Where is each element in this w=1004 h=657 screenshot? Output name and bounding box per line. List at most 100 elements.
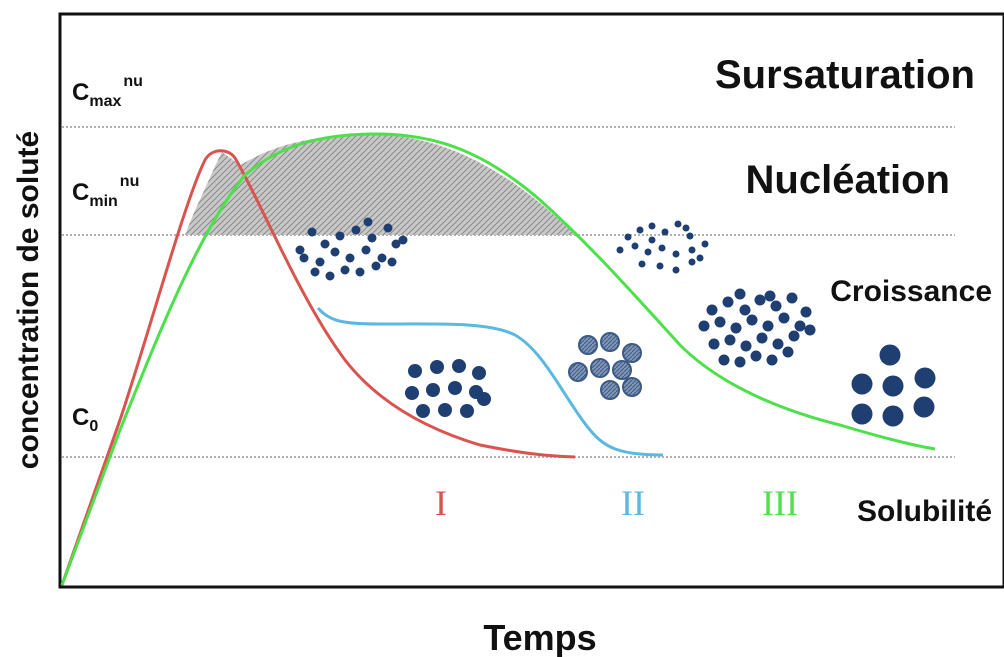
particle (800, 306, 812, 318)
particle (330, 247, 340, 257)
particle (472, 366, 486, 380)
particle (851, 403, 873, 425)
cmax-sub: max (89, 93, 121, 110)
particle (438, 403, 452, 417)
particle (879, 344, 901, 366)
particles-nucleation (295, 217, 408, 281)
curve-i (60, 149, 576, 586)
region-nucleation: Nucléation (746, 158, 950, 202)
particles-large (851, 344, 936, 427)
cmin-label: Cminnu (72, 173, 139, 210)
particle (600, 332, 620, 352)
particle (804, 324, 816, 336)
c0-sub: 0 (89, 418, 98, 435)
particle (688, 258, 696, 266)
particle (361, 245, 371, 255)
particle (658, 244, 666, 252)
cmin-sub: min (89, 193, 117, 210)
particle (788, 330, 800, 342)
particle (706, 304, 718, 316)
region-sursaturation: Sursaturation (715, 53, 975, 97)
particle (740, 340, 752, 352)
particle (299, 253, 309, 263)
particle (696, 254, 704, 262)
particle (688, 246, 696, 254)
particle (734, 288, 746, 300)
particle (616, 246, 624, 254)
region-croissance: Croissance (830, 275, 992, 308)
particles-curve-i (405, 359, 491, 418)
particle (739, 304, 751, 316)
region-solubilite: Solubilité (857, 495, 992, 528)
particle (674, 220, 682, 228)
particle (730, 322, 742, 334)
particle (644, 248, 652, 256)
particle (764, 290, 776, 302)
particle (622, 377, 642, 397)
particle (778, 312, 790, 324)
particle (882, 375, 904, 397)
particle (672, 266, 680, 274)
particle (320, 239, 330, 249)
particle (638, 260, 646, 268)
particle (750, 350, 762, 362)
particle (600, 380, 620, 400)
particle (367, 233, 377, 243)
particle (746, 314, 758, 326)
c0-label: C0 (72, 404, 98, 435)
particle (398, 235, 408, 245)
particle (363, 217, 373, 227)
curve-iii (60, 132, 936, 586)
particle (718, 354, 730, 366)
particle (656, 262, 664, 270)
particle (698, 320, 710, 332)
particle (770, 300, 782, 312)
particle (622, 343, 642, 363)
cmin-sup: nu (120, 173, 140, 190)
cmax-label: Cmaxnu (72, 73, 143, 110)
particle (578, 335, 598, 355)
particle (756, 332, 768, 344)
particles-cluster-iii (698, 288, 816, 368)
plot-frame (58, 12, 1004, 589)
particle (377, 253, 387, 263)
particle (408, 364, 422, 378)
particle (590, 358, 610, 378)
cmin-base: C (72, 179, 89, 206)
particle (391, 239, 401, 249)
particle (722, 296, 734, 308)
particle (686, 232, 694, 240)
particles-small-scattered (616, 220, 709, 274)
particle (914, 367, 936, 389)
x-axis-label: Temps (483, 617, 596, 657)
particle (477, 392, 491, 406)
particle (383, 223, 393, 233)
particle (416, 404, 430, 418)
particle (452, 359, 466, 373)
particle (661, 228, 669, 236)
particle (448, 381, 462, 395)
particle (672, 250, 680, 258)
particle (701, 240, 709, 248)
curve-iii-label: III (762, 483, 798, 523)
particle (335, 231, 345, 241)
particle (851, 373, 873, 395)
particle (612, 360, 632, 380)
c0-base: C (72, 404, 89, 431)
cmax-sup: nu (123, 73, 143, 90)
particle (624, 233, 632, 241)
particle (387, 257, 397, 267)
particle (714, 316, 726, 328)
particle (636, 226, 644, 234)
particle (648, 236, 656, 244)
particle (351, 225, 361, 235)
particle (430, 360, 444, 374)
particle (734, 356, 746, 368)
curve-ii-label: II (621, 483, 645, 523)
particle (766, 354, 778, 366)
particles-curve-ii-hatched (568, 332, 642, 400)
particle (782, 346, 794, 358)
particle (786, 292, 798, 304)
particle (631, 242, 639, 250)
